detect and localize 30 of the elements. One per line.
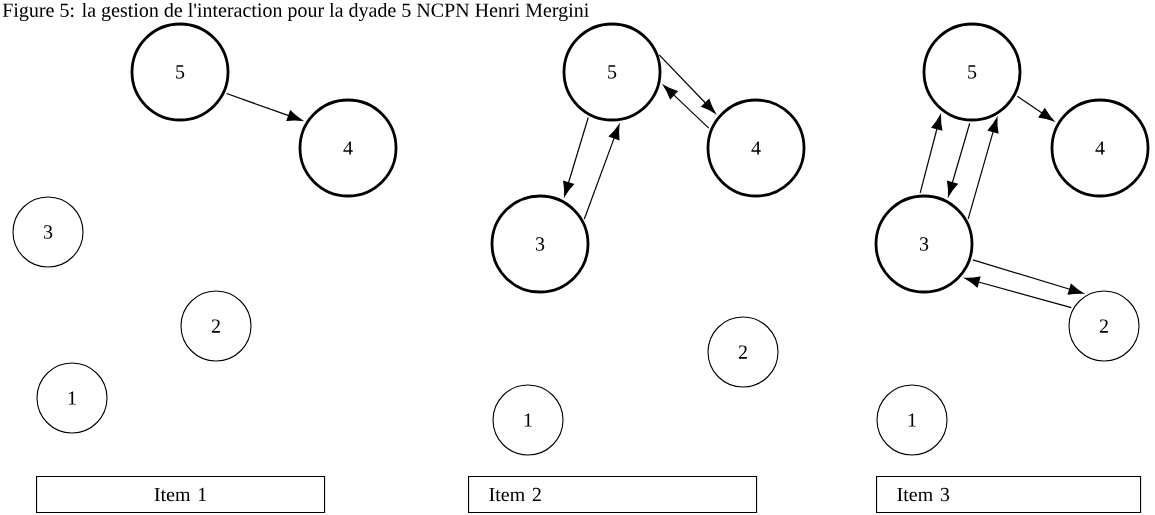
- circle-node: 2: [1068, 290, 1140, 362]
- circle-node: 1: [876, 384, 948, 456]
- arrow: [583, 124, 620, 220]
- circle-node: 4: [298, 98, 398, 198]
- item-box: Item 3: [876, 476, 1142, 514]
- circle-node: 4: [1050, 98, 1150, 198]
- circle-node: 1: [36, 362, 108, 434]
- arrow: [563, 116, 589, 197]
- circle-node: 2: [180, 290, 252, 362]
- item-box: Item 2: [468, 476, 758, 514]
- circle-node: 3: [12, 196, 84, 268]
- arrow: [226, 92, 303, 121]
- item-box: Item 1: [36, 476, 326, 514]
- circle-node: 5: [130, 22, 230, 122]
- circle-node: 3: [490, 194, 590, 294]
- title: Figure 5: la gestion de l'interaction pour la dyade 5 NCPN Henri Mergini: [2, 2, 589, 22]
- circle-node: 5: [562, 22, 662, 122]
- arrow: [972, 259, 1084, 295]
- circle-node: 2: [707, 316, 779, 388]
- circle-node: 5: [922, 22, 1022, 122]
- arrow: [663, 84, 710, 129]
- circle-node: 4: [706, 98, 806, 198]
- arrow: [919, 114, 943, 194]
- circle-node: 1: [492, 384, 564, 456]
- arrow: [946, 122, 971, 197]
- circle-node: 3: [874, 194, 974, 294]
- arrow: [1016, 95, 1054, 122]
- arrow: [967, 117, 999, 220]
- arrow: [964, 276, 1072, 309]
- arrow: [658, 54, 716, 114]
